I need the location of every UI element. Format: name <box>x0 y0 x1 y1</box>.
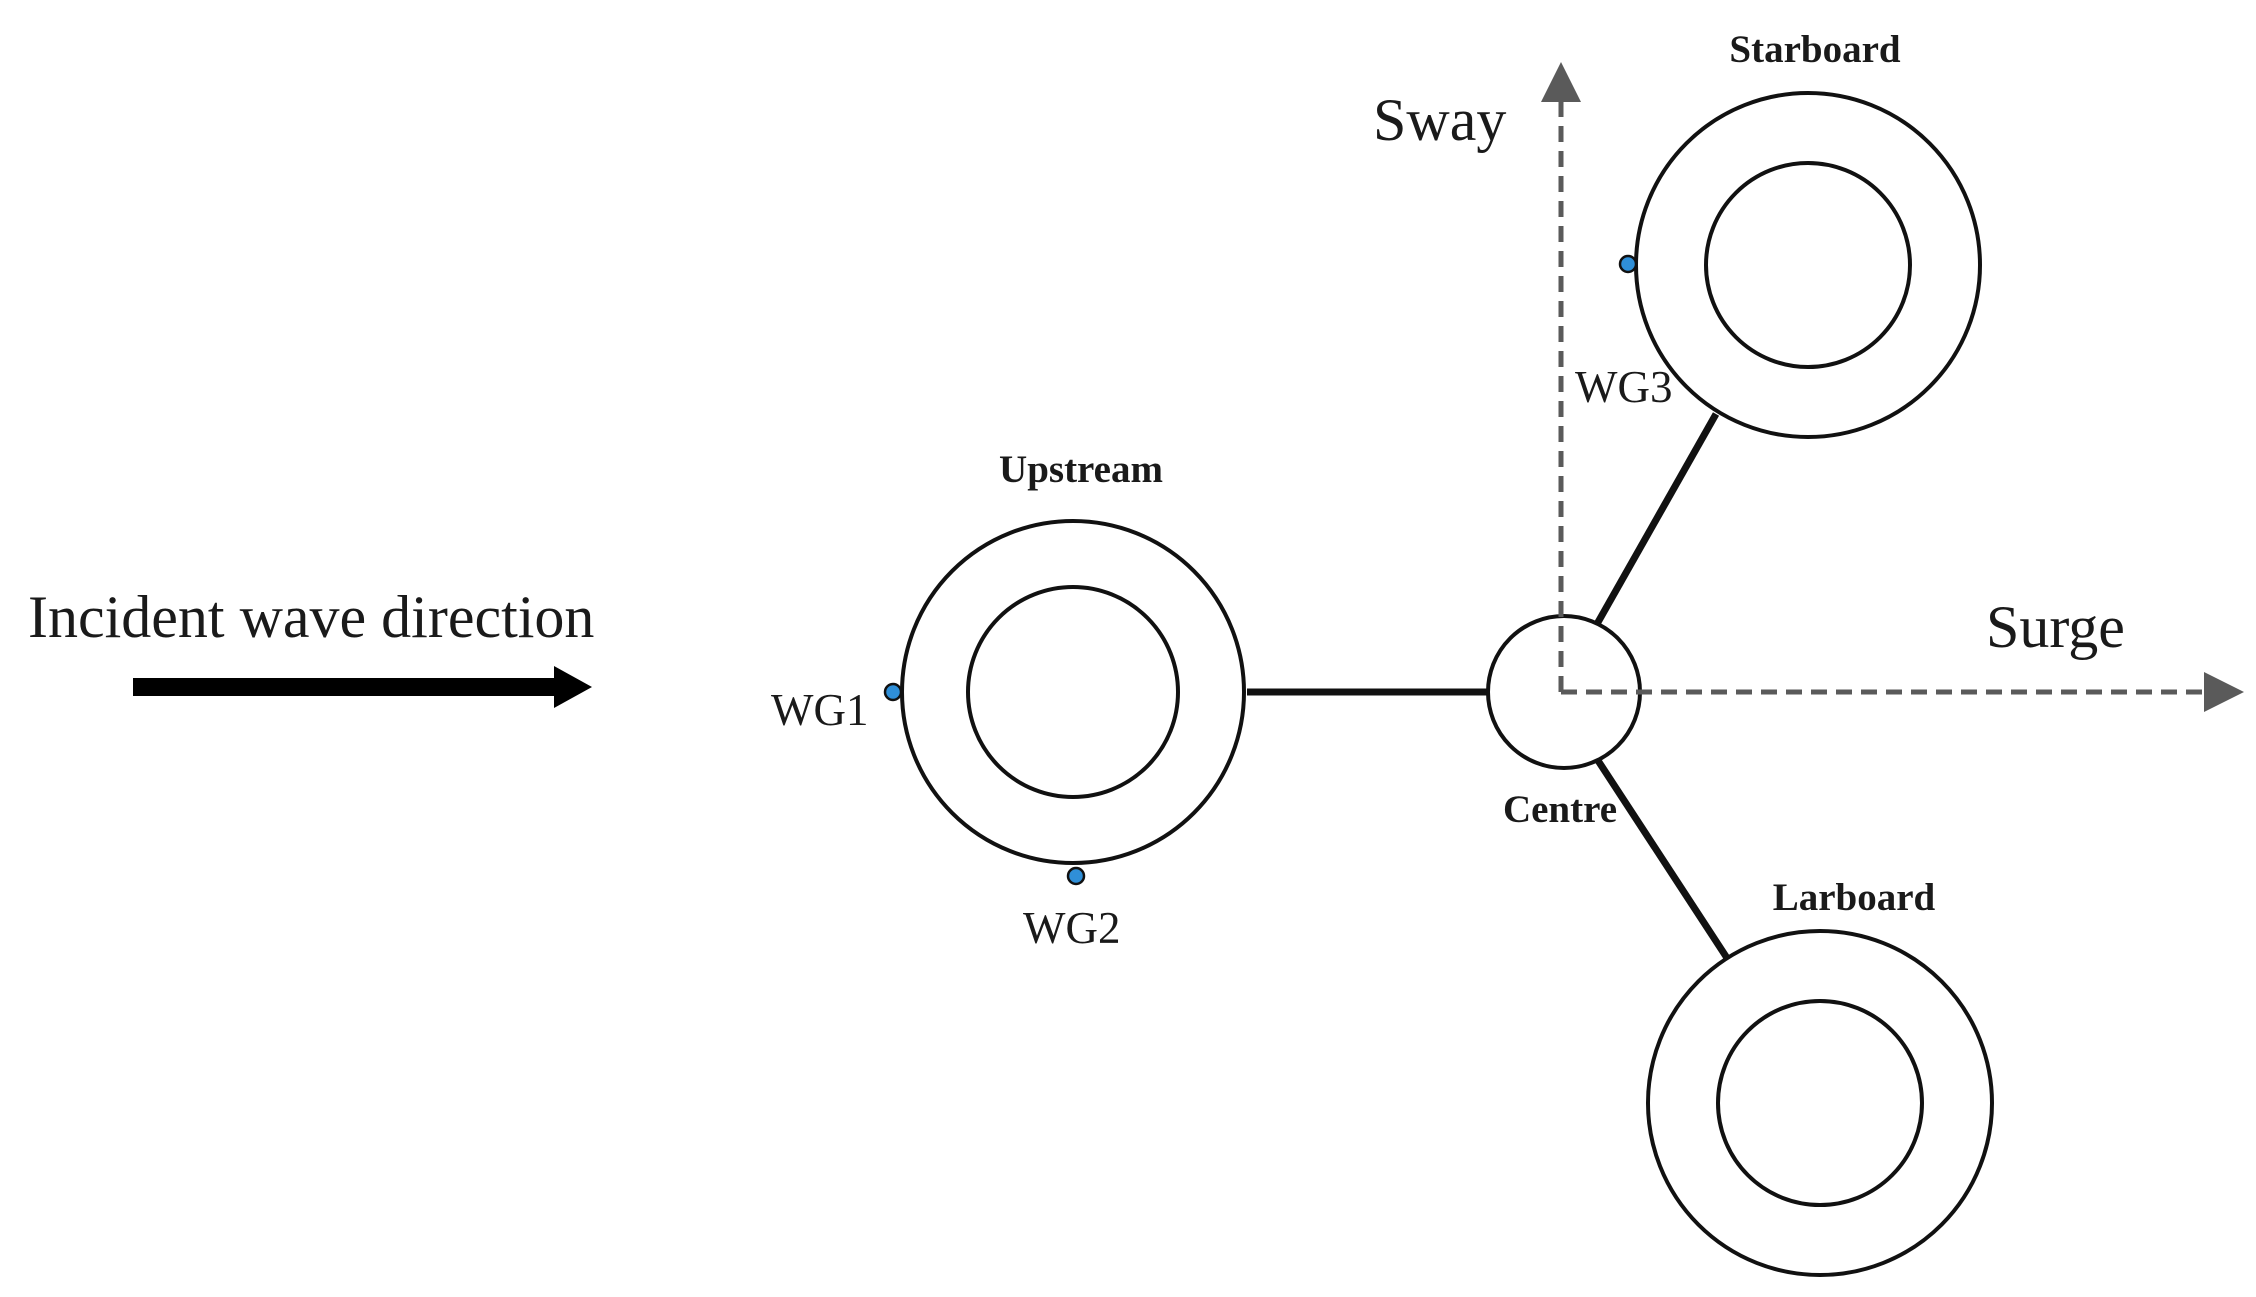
upstream-label: Upstream <box>999 448 1163 491</box>
wave-gauge-wg3-label: WG3 <box>1575 362 1672 412</box>
wave-gauge-wg1-label: WG1 <box>771 685 868 735</box>
starboard-label: Starboard <box>1729 28 1900 71</box>
sway-axis-label: Sway <box>1373 87 1506 153</box>
wave-gauge-wg2-marker <box>1066 866 1086 886</box>
incident-wave-arrow <box>133 666 592 708</box>
centre-label: Centre <box>1503 788 1617 831</box>
surge-axis-label: Surge <box>1986 594 2125 660</box>
larboard-label: Larboard <box>1773 876 1936 919</box>
wave-gauge-wg1-marker <box>883 682 903 702</box>
upstream-column <box>900 519 1246 865</box>
wave-gauge-wg3-marker <box>1618 254 1638 274</box>
starboard-column <box>1634 91 1982 439</box>
brace-centre-larboard <box>1594 757 1730 960</box>
brace-centre-starboard <box>1593 412 1720 626</box>
wave-gauge-wg2-label: WG2 <box>1023 903 1120 953</box>
larboard-column <box>1646 929 1994 1277</box>
incident-wave-label: Incident wave direction <box>28 584 594 650</box>
